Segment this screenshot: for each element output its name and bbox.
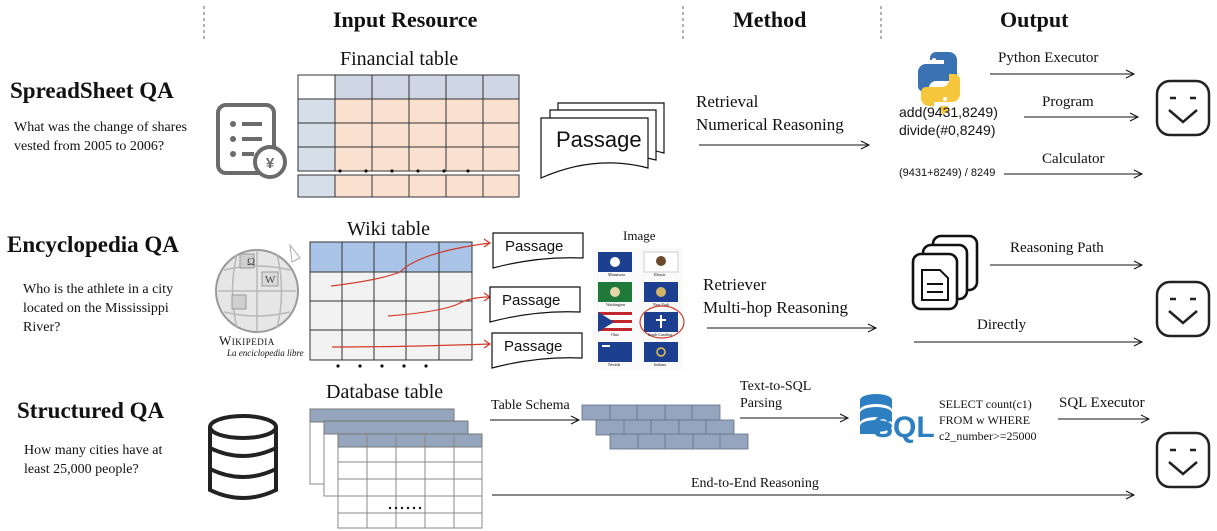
structured-question: How many cities have at least 25,000 peo… [24, 443, 163, 477]
out-directly: Directly [977, 317, 1027, 333]
sql-query-line-2: FROM w WHERE [939, 413, 1031, 427]
sql-logo-text: SQL [873, 411, 935, 444]
answer-icon [1155, 280, 1211, 338]
flag-caption: Minnesota [608, 272, 625, 277]
calculator-expression: (9431+8249) / 8249 [899, 167, 996, 179]
out-sql-executor: SQL Executor [1059, 395, 1145, 411]
wikipedia-tagline: La enciclopedia libre [227, 348, 304, 358]
out-end-to-end: End-to-End Reasoning [691, 476, 819, 491]
documents-icon [911, 234, 979, 311]
database-table-label: Database table [326, 381, 444, 403]
flag-caption: South Carolina [648, 332, 673, 337]
answer-icon [1155, 431, 1211, 489]
financial-table-label: Financial table [340, 48, 459, 70]
spreadsheet-passage: Passage [556, 127, 642, 152]
financial-table [297, 74, 520, 198]
svg-text:¥: ¥ [266, 155, 275, 172]
text-to-sql-label: Text-to-SQL [740, 379, 812, 394]
image-label: Image [623, 228, 656, 243]
header-input-resource: Input Resource [333, 7, 478, 32]
out-python-executor: Python Executor [998, 50, 1099, 66]
schema-bars [581, 404, 749, 450]
sql-query-line-3: c2_number>=25000 [939, 429, 1037, 443]
wiki-passage-2: Passage [502, 292, 561, 309]
out-reasoning-path: Reasoning Path [1010, 240, 1104, 256]
table-schema-label: Table Schema [491, 398, 570, 413]
wiki-passage-1: Passage [505, 238, 564, 255]
answer-icon [1155, 79, 1211, 137]
document-money-icon: ¥ [216, 103, 287, 179]
wikipedia-globe-icon: Ω W [215, 243, 301, 333]
program-line-1: add(9431,8249) [899, 104, 998, 120]
out-program: Program [1042, 94, 1094, 110]
spreadsheet-method-retrieval: Retrieval [696, 92, 759, 111]
encyclopedia-question: Who is the athlete in a city located on … [23, 282, 174, 335]
spreadsheet-method-numerical: Numerical Reasoning [696, 115, 844, 134]
flag-caption: Washington [606, 302, 626, 307]
database-icon [208, 414, 278, 500]
sql-query-line-1: SELECT count(c1) [939, 397, 1032, 411]
encyclopedia-qa-title: Encyclopedia QA [7, 232, 179, 257]
flag-caption: New York [653, 302, 670, 307]
encyclopedia-method-multihop: Multi-hop Reasoning [703, 298, 848, 317]
program-line-2: divide(#0,8249) [899, 122, 996, 138]
database-table-stack [309, 408, 483, 529]
header-method: Method [733, 7, 807, 32]
flag-caption: Nevada [608, 362, 621, 367]
python-icon [918, 52, 960, 114]
svg-text:W: W [265, 274, 276, 286]
header-output: Output [1000, 7, 1069, 32]
parsing-label: Parsing [740, 396, 782, 411]
flags-panel [593, 248, 685, 370]
spreadsheet-question: What was the change of shares vested fro… [14, 120, 187, 154]
wiki-passage-3: Passage [504, 338, 563, 355]
flag-caption: Indiana [654, 362, 666, 367]
passage-stack [540, 102, 665, 179]
structured-qa-title: Structured QA [17, 398, 165, 423]
wiki-table-label: Wiki table [347, 218, 431, 240]
flag-caption: Illinois [654, 272, 666, 277]
flag-caption: Ohio [611, 332, 619, 337]
svg-text:Ω: Ω [247, 256, 255, 268]
wiki-passages [489, 232, 584, 369]
encyclopedia-method-retriever: Retriever [703, 275, 767, 294]
out-calculator: Calculator [1042, 151, 1105, 167]
wikipedia-wordmark: Wikipedia [219, 333, 275, 348]
spreadsheet-qa-title: SpreadSheet QA [10, 78, 174, 103]
sql-database-icon [860, 394, 892, 434]
